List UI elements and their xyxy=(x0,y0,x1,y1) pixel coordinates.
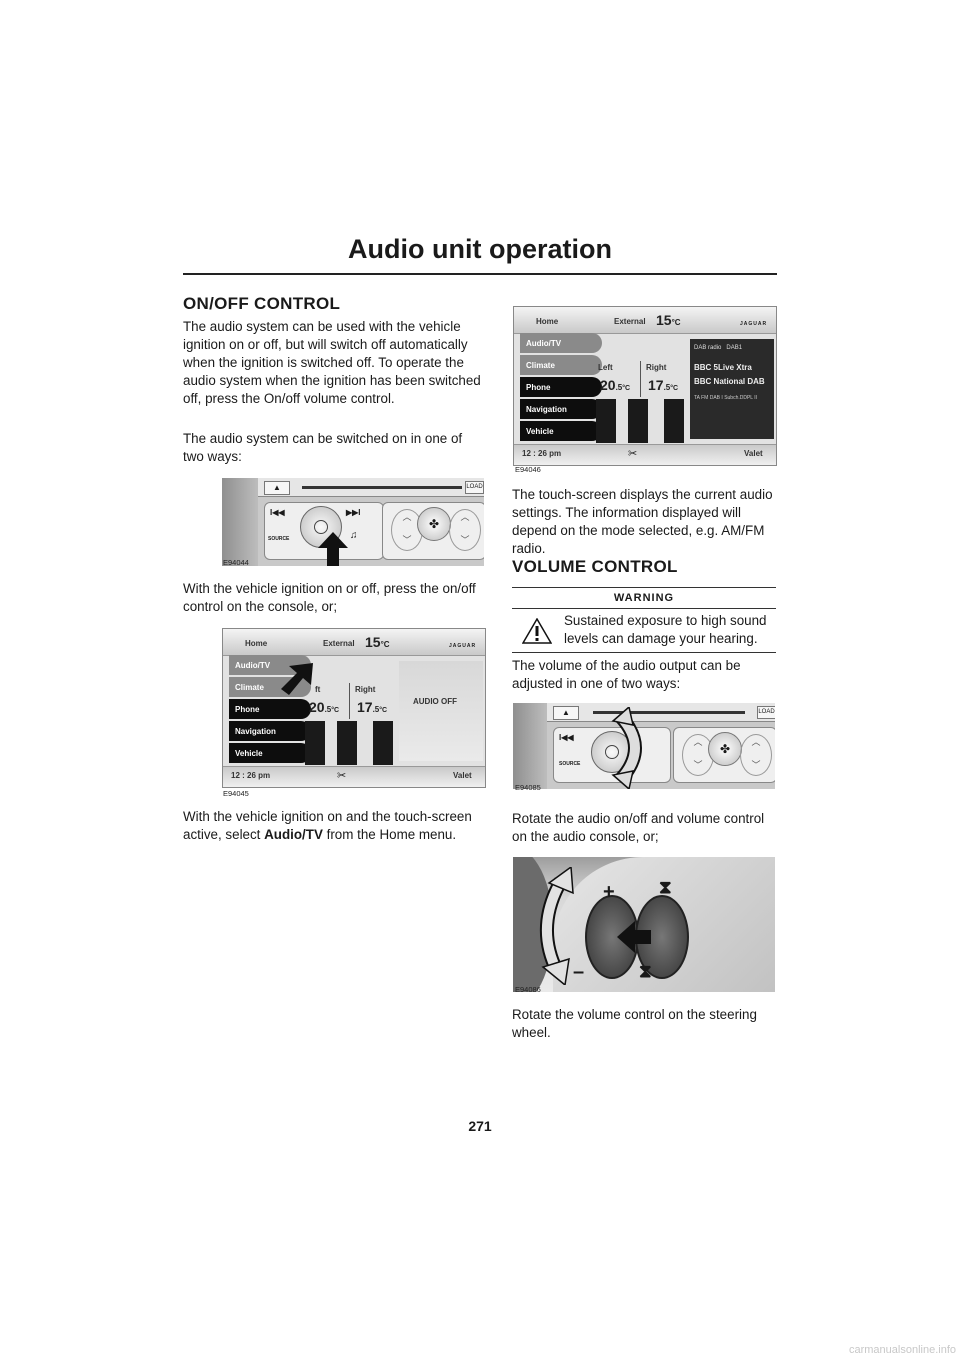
fig2-caption: E94045 xyxy=(223,789,249,798)
console-figure-1: ▲ LOAD I◀◀ ▶▶I ♫ SOURCE ︿﹀ ✤ ︿﹀ xyxy=(222,478,484,566)
home-tab[interactable]: Home xyxy=(245,639,268,648)
console-figure-2: ▲ LOAD I◀◀ SOURCE ︿﹀ ✤ ︿﹀ xyxy=(513,703,775,789)
dab-status-line: TA FM DAB I Subch.DDPL II xyxy=(694,395,758,401)
jaguar-logo: JAGUAR xyxy=(449,643,477,649)
external-label: External xyxy=(614,317,646,326)
right-temp: 17.5°C xyxy=(357,699,388,715)
menu-phone[interactable]: Phone xyxy=(520,377,602,397)
left-seat-icon[interactable] xyxy=(305,721,325,765)
clock: 12 : 26 pm xyxy=(231,771,271,780)
left-label: Left xyxy=(598,363,613,372)
dab-source: DAB radio DAB1 xyxy=(694,345,743,351)
fan-off-icon[interactable]: ✂ xyxy=(337,770,347,782)
jaguar-logo: JAGUAR xyxy=(740,321,768,327)
right-seat-icon[interactable] xyxy=(664,399,684,443)
external-temp: 15°C xyxy=(365,634,390,650)
defrost-icon[interactable] xyxy=(628,399,648,443)
volume-updown-arrow-icon xyxy=(540,867,574,985)
menu-audio-tv[interactable]: Audio/TV xyxy=(520,333,602,353)
prev-track-button[interactable]: I◀◀ xyxy=(559,733,574,742)
volume-para-2: The volume of the audio output can be ad… xyxy=(512,658,741,691)
source-label: SOURCE xyxy=(559,761,581,767)
warning-triangle-icon xyxy=(522,618,552,644)
disc-slot xyxy=(593,711,745,714)
steering-wheel-figure: + – ⧗ ⧗ xyxy=(513,857,775,992)
left-temp: 20.5°C xyxy=(600,377,631,393)
volume-heading: VOLUME CONTROL xyxy=(512,557,678,576)
dab-panel xyxy=(690,339,774,439)
right-label: Right xyxy=(355,685,376,694)
eject-button[interactable]: ▲ xyxy=(553,706,579,720)
menu-audio-tv[interactable]: Audio/TV xyxy=(229,655,311,675)
rotate-arrow-icon xyxy=(611,707,642,789)
touchscreen-figure-dab: Home External 15°C JAGUAR Audio/TV Clima… xyxy=(513,306,777,466)
climate-button-cluster: ︿﹀ ✤ ︿﹀ xyxy=(382,502,484,560)
fan-icon[interactable]: ✤ xyxy=(417,507,451,541)
valet-button[interactable]: Valet xyxy=(453,771,472,780)
onoff-para-3: With the vehicle ignition on or off, pre… xyxy=(183,581,476,614)
volume-minus-icon: – xyxy=(573,961,585,983)
right-temp: 17.5°C xyxy=(648,377,679,393)
select-arrow-icon xyxy=(281,663,313,695)
valet-button[interactable]: Valet xyxy=(744,449,763,458)
clock: 12 : 26 pm xyxy=(522,449,562,458)
onoff-para-1: The audio system can be used with the ve… xyxy=(183,319,481,406)
volume-para-3: Rotate the audio on/off and volume contr… xyxy=(512,811,765,844)
fan-icon[interactable]: ✤ xyxy=(708,732,742,766)
disc-slot xyxy=(302,486,462,489)
home-tab[interactable]: Home xyxy=(536,317,559,326)
fig3-caption: E94046 xyxy=(515,465,541,474)
defrost-icon[interactable] xyxy=(337,721,357,765)
eject-button[interactable]: ▲ xyxy=(264,481,290,495)
volume-intro-para: The touch-screen displays the current au… xyxy=(512,487,773,556)
station-line-1: BBC 5Live Xtra xyxy=(694,363,752,372)
left-label: ft xyxy=(315,685,321,694)
left-temp: 20.5°C xyxy=(309,699,340,715)
press-arrow-icon xyxy=(617,921,651,953)
watermark: carmanualsonline.info xyxy=(848,1344,956,1356)
load-button[interactable]: LOAD xyxy=(465,481,484,494)
external-label: External xyxy=(323,639,355,648)
external-temp: 15°C xyxy=(656,312,681,328)
menu-phone[interactable]: Phone xyxy=(229,699,311,719)
audio-off-status: AUDIO OFF xyxy=(413,697,457,706)
seek-up-icon: ⧗ xyxy=(659,877,672,897)
source-label: SOURCE xyxy=(268,536,290,542)
onoff-para-4: With the vehicle ignition on and the tou… xyxy=(183,809,472,842)
audio-panel xyxy=(399,661,483,761)
prev-track-button[interactable]: I◀◀ xyxy=(270,508,285,517)
press-arrow-icon xyxy=(318,532,348,566)
music-note-icon: ♫ xyxy=(350,530,358,541)
onoff-heading: ON/OFF CONTROL xyxy=(183,294,341,313)
menu-navigation[interactable]: Navigation xyxy=(520,399,602,419)
onoff-para-2: The audio system can be switched on in o… xyxy=(183,431,463,464)
right-seat-icon[interactable] xyxy=(373,721,393,765)
station-line-2: BBC National DAB xyxy=(694,377,765,386)
seek-down-icon: ⧗ xyxy=(639,961,652,981)
volume-para-4: Rotate the volume control on the steerin… xyxy=(512,1007,757,1040)
volume-knob[interactable] xyxy=(300,506,342,548)
fig1-caption: E94044 xyxy=(223,558,249,567)
warning-text: Sustained exposure to high sound levels … xyxy=(564,613,767,646)
warning-box: WARNING Sustained exposure to high sound… xyxy=(512,587,776,653)
fig5-caption: E94086 xyxy=(515,985,541,994)
menu-navigation[interactable]: Navigation xyxy=(229,721,311,741)
touchscreen-figure-audio-off: Home External 15°C JAGUAR Audio/TV Clima… xyxy=(222,628,486,788)
volume-plus-icon: + xyxy=(603,881,615,903)
load-button[interactable]: LOAD xyxy=(757,706,775,719)
menu-vehicle[interactable]: Vehicle xyxy=(520,421,602,441)
page-number: 271 xyxy=(468,1118,492,1134)
right-label: Right xyxy=(646,363,667,372)
left-seat-icon[interactable] xyxy=(596,399,616,443)
title-rule xyxy=(183,273,777,275)
fan-off-icon[interactable]: ✂ xyxy=(628,448,638,460)
fig4-caption: E94085 xyxy=(515,783,541,792)
menu-vehicle[interactable]: Vehicle xyxy=(229,743,311,763)
warning-title: WARNING xyxy=(512,588,776,609)
next-track-button[interactable]: ▶▶I xyxy=(346,508,361,517)
page-title: Audio unit operation xyxy=(348,234,612,264)
menu-climate[interactable]: Climate xyxy=(520,355,602,375)
